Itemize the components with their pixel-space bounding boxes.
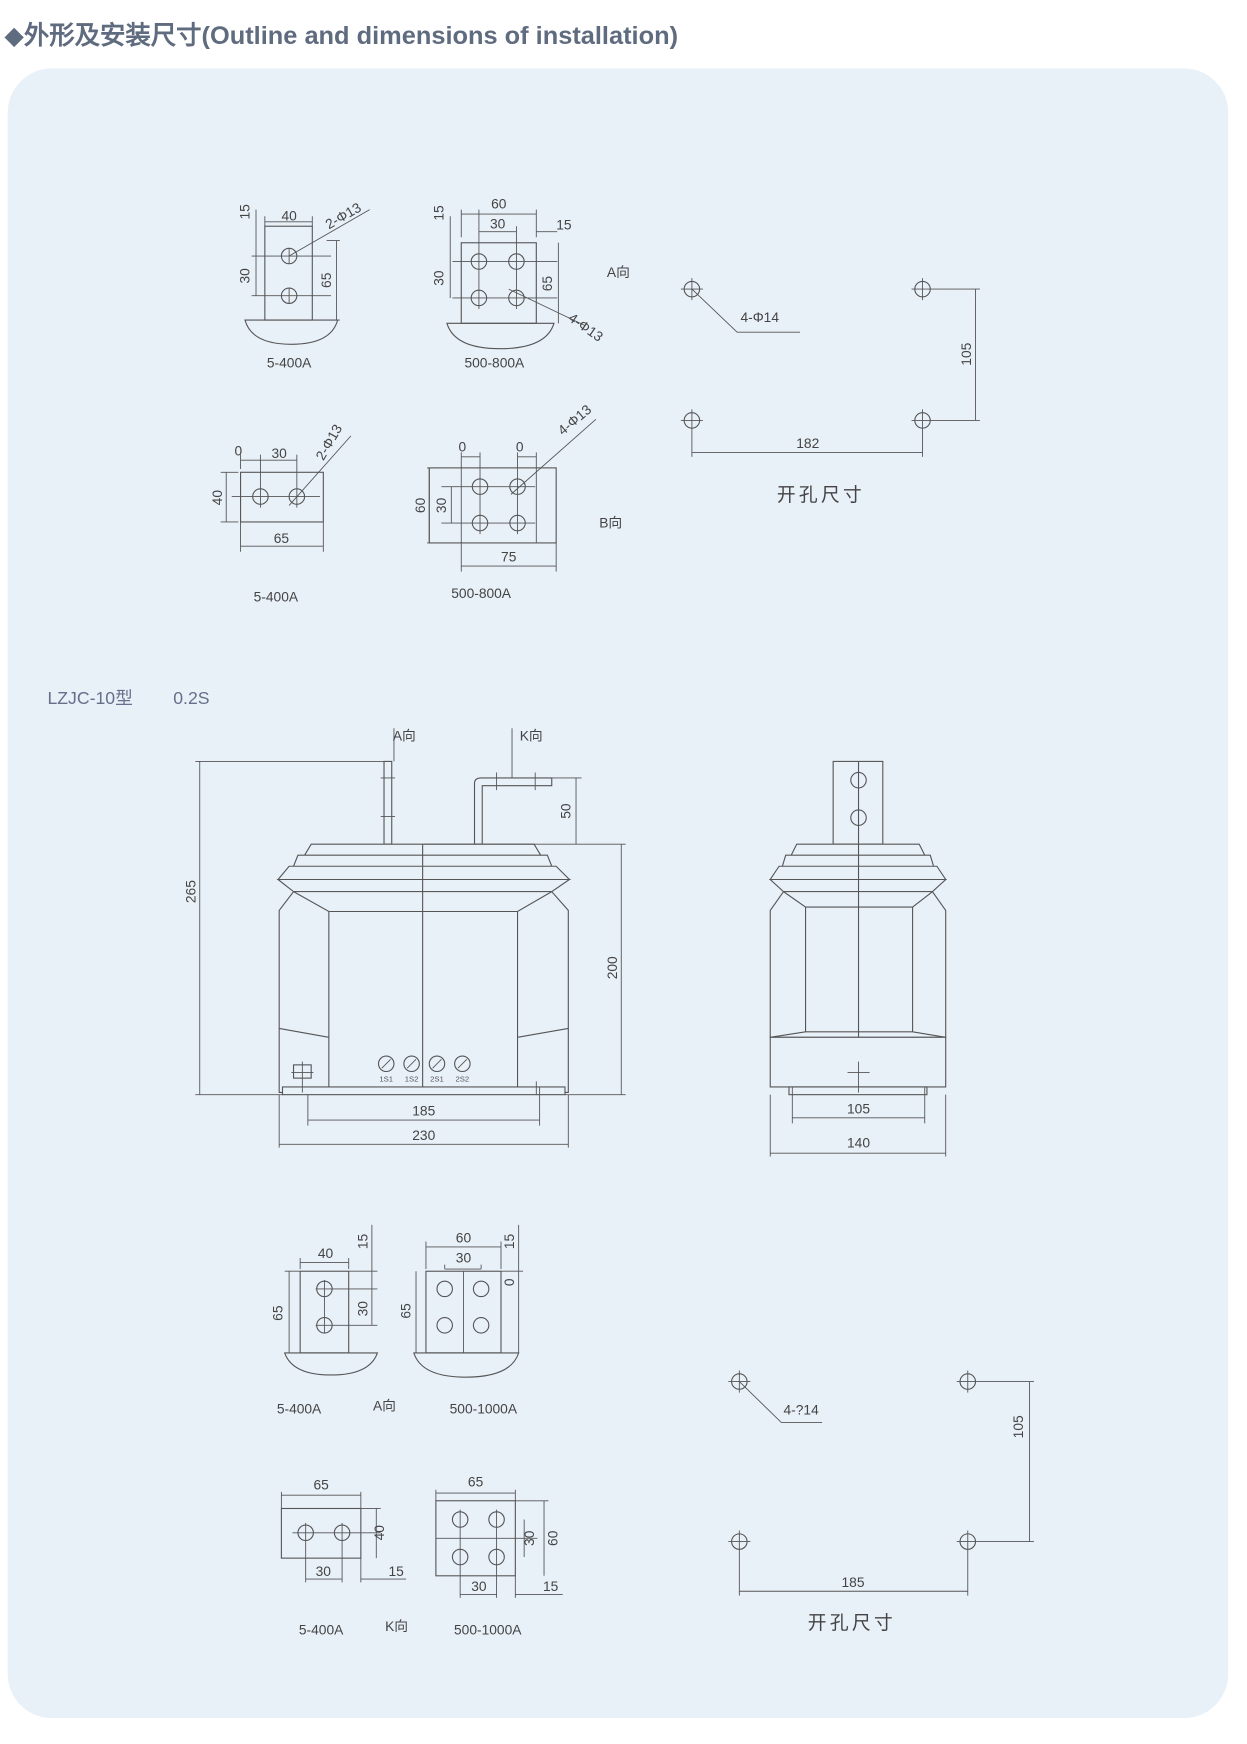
dim: 65 bbox=[270, 1305, 285, 1321]
view-k-500-1000a: 65 30 60 30 15 500-1000A bbox=[435, 1474, 563, 1637]
dim: 185 bbox=[412, 1104, 435, 1119]
dim: 30 bbox=[456, 1250, 472, 1265]
side-view: 105 140 bbox=[768, 760, 948, 1157]
terminal-label: 1S2 bbox=[405, 1074, 419, 1083]
view-500-800a-top: 60 30 15 15 30 65 4-Φ13 A向 500-800A bbox=[432, 197, 630, 371]
terminal-label: 1S1 bbox=[379, 1074, 393, 1083]
dim: 105 bbox=[959, 342, 974, 365]
dim: 0 bbox=[459, 439, 467, 454]
dim: 65 bbox=[274, 531, 290, 546]
caption: 500-800A bbox=[451, 586, 512, 601]
dim: 15 bbox=[355, 1233, 370, 1249]
view-a-500-1000a: 60 30 15 0 65 500-1000A bbox=[399, 1224, 524, 1417]
dim: 15 bbox=[502, 1233, 517, 1249]
caption: 500-1000A bbox=[454, 1622, 522, 1637]
caption: 开孔尺寸 bbox=[777, 484, 865, 505]
dim: 0 bbox=[235, 444, 243, 459]
dim: 30 bbox=[355, 1301, 370, 1317]
dim: 65 bbox=[399, 1303, 414, 1319]
front-view: 1S1 1S2 2S1 2S2 A向 K向 265 50 200 185 230 bbox=[183, 728, 626, 1148]
dim: 40 bbox=[281, 209, 297, 224]
dim: 30 bbox=[272, 446, 288, 461]
caption: 5-400A bbox=[254, 589, 299, 604]
direction-label: A向 bbox=[607, 265, 630, 280]
mounting-hole-pattern-1: 4-Φ14 105 182 开孔尺寸 bbox=[680, 278, 980, 505]
dim: 200 bbox=[605, 956, 620, 979]
dim: 60 bbox=[545, 1530, 560, 1546]
dim: 30 bbox=[522, 1530, 537, 1546]
dim: 0 bbox=[502, 1278, 517, 1286]
dim: 0 bbox=[516, 439, 524, 454]
view-a-5-400a: 40 15 65 30 5-400A A向 bbox=[270, 1224, 396, 1417]
dim: 60 bbox=[491, 197, 507, 212]
dim: 30 bbox=[316, 1564, 332, 1579]
dim: 105 bbox=[1011, 1415, 1026, 1438]
caption: 5-400A bbox=[267, 355, 312, 370]
model-name: LZJC-10型 bbox=[47, 688, 132, 708]
terminal-label: 2S1 bbox=[430, 1074, 444, 1083]
section-title: ◆外形及安装尺寸(Outline and dimensions of insta… bbox=[4, 21, 678, 50]
dim: 230 bbox=[412, 1128, 435, 1143]
dim: 30 bbox=[490, 216, 506, 231]
dim: 65 bbox=[313, 1478, 329, 1493]
dim: 30 bbox=[471, 1579, 487, 1594]
caption: 5-400A bbox=[277, 1402, 322, 1417]
caption: 500-800A bbox=[464, 355, 525, 370]
hole-spec: 4-?14 bbox=[783, 1403, 819, 1418]
dim: 15 bbox=[543, 1579, 559, 1594]
caption: 开孔尺寸 bbox=[808, 1612, 896, 1633]
direction-label: K向 bbox=[385, 1619, 408, 1634]
dim: 65 bbox=[319, 272, 334, 288]
drawing-panel bbox=[7, 68, 1229, 1719]
dim: 60 bbox=[413, 497, 428, 513]
dim: 40 bbox=[318, 1246, 334, 1261]
hole-spec: 4-Φ14 bbox=[740, 310, 779, 325]
direction-label: A向 bbox=[373, 1398, 396, 1413]
dim: 265 bbox=[183, 880, 198, 903]
terminal-label: 2S2 bbox=[455, 1074, 469, 1083]
dim: 15 bbox=[432, 205, 447, 221]
dim: 75 bbox=[501, 550, 517, 565]
mounting-hole-pattern-2: 4-?14 105 185 开孔尺寸 bbox=[728, 1370, 1034, 1633]
accuracy-class: 0.2S bbox=[173, 688, 209, 708]
dim: 15 bbox=[388, 1564, 404, 1579]
dim: 105 bbox=[847, 1101, 870, 1116]
direction-label: A向 bbox=[393, 728, 416, 743]
view-k-5-400a: 65 40 30 15 5-400A K向 bbox=[280, 1478, 408, 1637]
direction-label: K向 bbox=[520, 728, 543, 743]
dim: 185 bbox=[842, 1575, 865, 1590]
dim: 182 bbox=[796, 436, 819, 451]
dim: 40 bbox=[210, 490, 225, 506]
dim: 65 bbox=[540, 276, 555, 292]
secondary-terminals: 1S1 1S2 2S1 2S2 bbox=[377, 1055, 471, 1083]
dim: 140 bbox=[847, 1136, 870, 1151]
caption: 500-1000A bbox=[450, 1402, 518, 1417]
dim: 30 bbox=[237, 268, 252, 284]
dim: 50 bbox=[559, 803, 574, 819]
dim: 30 bbox=[432, 270, 447, 286]
dim: 15 bbox=[237, 204, 252, 220]
dim: 40 bbox=[372, 1525, 387, 1541]
caption: 5-400A bbox=[299, 1622, 344, 1637]
direction-label: B向 bbox=[599, 515, 622, 530]
dim: 30 bbox=[434, 497, 449, 513]
dim: 60 bbox=[456, 1231, 472, 1246]
dim: 65 bbox=[468, 1474, 484, 1489]
dim: 15 bbox=[556, 218, 572, 233]
